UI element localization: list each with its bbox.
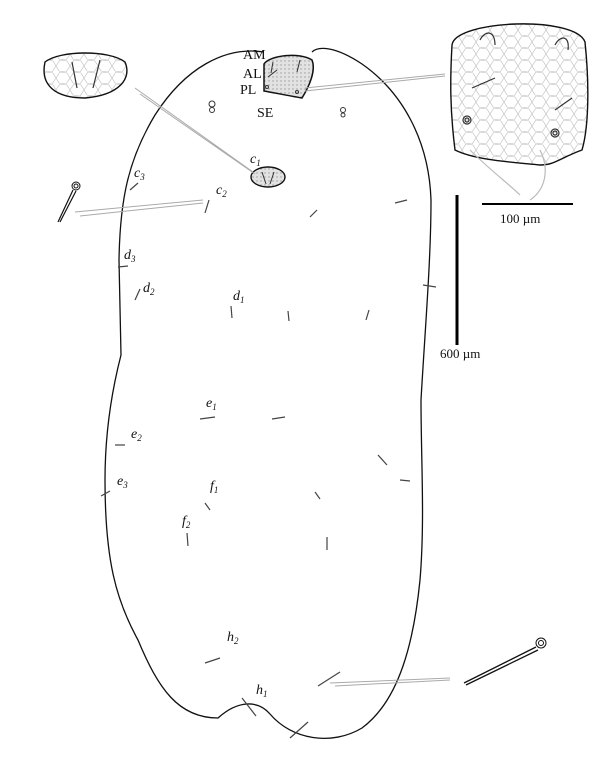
- label-c3: c3: [134, 166, 145, 182]
- shield-setae: [265, 59, 301, 94]
- label-f2: f2: [182, 514, 191, 530]
- label-se: SE: [257, 106, 273, 121]
- bothridium-left: [208, 100, 216, 113]
- label-d1: d1: [233, 289, 245, 305]
- label-am: AM: [243, 48, 266, 63]
- label-al: AL: [243, 67, 262, 82]
- bothridium-right: [340, 107, 346, 118]
- label-h2: h2: [227, 630, 239, 646]
- label-f1: f1: [210, 479, 218, 495]
- label-pl: PL: [240, 83, 256, 98]
- label-e3: e3: [117, 474, 128, 490]
- label-e1: e1: [206, 396, 217, 412]
- scale-label-large: 600 µm: [440, 346, 480, 361]
- label-c2: c2: [216, 183, 227, 199]
- inset-c1-plate: [43, 52, 128, 99]
- inset-shield: [450, 23, 589, 166]
- label-h1: h1: [256, 683, 268, 699]
- seta-labels: c1 c2 c3 d1 d2 d3 e1 e2 e3 f1 f2 h1 h2: [117, 152, 268, 699]
- c1-plate: [250, 166, 286, 188]
- inset-seta-right: [463, 637, 547, 686]
- label-c1: c1: [250, 152, 261, 168]
- body-outline: [104, 47, 432, 739]
- body-setae: [100, 182, 437, 739]
- scale-label-small: 100 µm: [500, 211, 540, 226]
- inset-seta-left: [57, 181, 81, 223]
- label-d3: d3: [124, 248, 136, 264]
- leader-lines: [74, 73, 451, 687]
- prodorsal-shield: [263, 54, 314, 99]
- label-e2: e2: [131, 427, 142, 443]
- label-d2: d2: [143, 281, 155, 297]
